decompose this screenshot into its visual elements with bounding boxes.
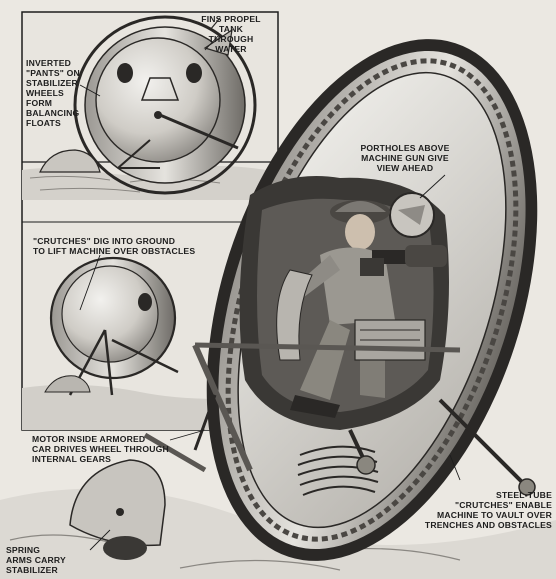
caption-inverted-pants: INVERTED "PANTS" ON STABILIZER WHEELS FO… bbox=[26, 58, 80, 128]
caption-spring-arms: SPRING ARMS CARRY STABILIZER bbox=[6, 545, 66, 575]
caption-portholes: PORTHOLES ABOVE MACHINE GUN GIVE VIEW AH… bbox=[360, 143, 450, 173]
floating-tank-inset bbox=[39, 15, 257, 195]
caption-steel-tube-crutches: STEEL-TUBE "CRUTCHES" ENABLE MACHINE TO … bbox=[424, 490, 552, 530]
caption-crutches-dig: "CRUTCHES" DIG INTO GROUND TO LIFT MACHI… bbox=[33, 236, 196, 256]
caption-fins: FINS PROPEL TANK THROUGH WATER bbox=[201, 14, 261, 54]
stabilizer-wheel bbox=[69, 432, 207, 560]
caption-motor: MOTOR INSIDE ARMORED CAR DRIVES WHEEL TH… bbox=[32, 434, 169, 464]
crutch-lift-inset bbox=[22, 256, 278, 430]
crutch-struts bbox=[192, 342, 536, 496]
leader-lines bbox=[79, 35, 461, 551]
cockpit-cutaway bbox=[239, 176, 449, 430]
